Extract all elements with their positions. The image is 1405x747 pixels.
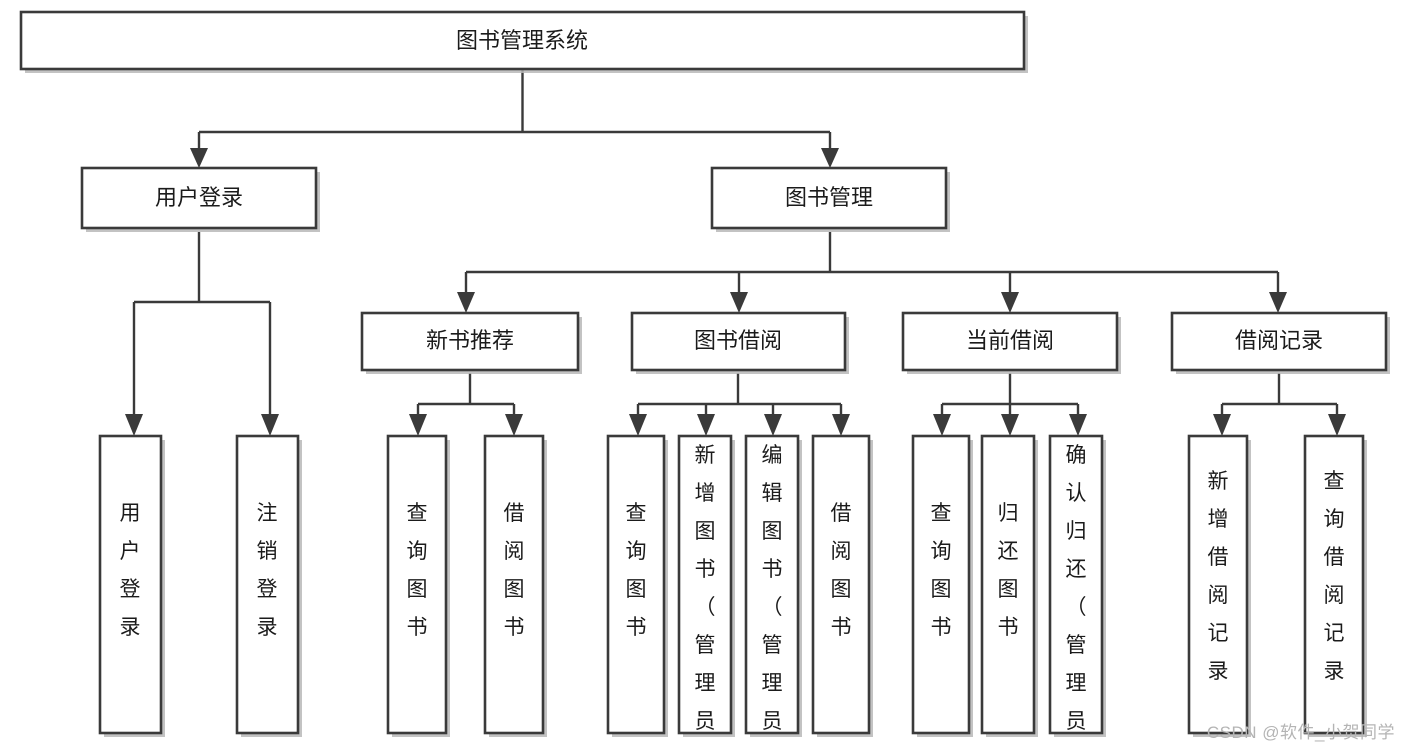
arrow-to-leaf-return-book: [1001, 414, 1019, 436]
arrow-to-user-login: [190, 148, 208, 168]
node-leaf-add-book[interactable]: 新增图书（管理员）: [677, 434, 735, 747]
node-leaf-add-record-box: [1187, 434, 1249, 735]
node-leaf-logout[interactable]: 注销登录: [235, 434, 302, 737]
arrow-to-borrow-record: [1269, 292, 1287, 313]
node-leaf-borrow-book-a-label: 借阅图书: [504, 502, 525, 639]
arrow-to-leaf-query-record: [1328, 414, 1346, 436]
csdn-watermark: CSDN @软件_小贺同学: [1206, 723, 1395, 742]
node-leaf-query-book-c-box: [911, 434, 971, 735]
node-leaf-logout-box: [235, 434, 300, 735]
node-user-login[interactable]: 用户登录: [80, 166, 320, 232]
node-root-box: [19, 10, 1026, 71]
node-leaf-query-book-b[interactable]: 查询图书: [606, 434, 668, 737]
arrow-to-current-borrow: [1001, 292, 1019, 313]
arrow-to-leaf-borrow-book-a: [505, 414, 523, 436]
node-leaf-user-login-label: 用户登录: [120, 502, 141, 639]
node-user-login-box: [80, 166, 318, 230]
node-book-manage[interactable]: 图书管理: [710, 166, 950, 232]
arrow-to-leaf-query-book-b: [629, 414, 647, 436]
node-current-borrow-box: [901, 311, 1119, 372]
arrow-to-new-book-rec: [457, 292, 475, 313]
node-leaf-add-record[interactable]: 新增借阅记录: [1187, 434, 1251, 737]
node-new-book-rec-label: 新书推荐: [426, 328, 514, 353]
node-book-manage-box: [710, 166, 948, 230]
arrow-to-book-borrow: [730, 292, 748, 313]
node-leaf-query-book-b-label: 查询图书: [626, 502, 647, 639]
node-leaf-user-login[interactable]: 用户登录: [98, 434, 165, 737]
node-new-book-rec[interactable]: 新书推荐: [360, 311, 582, 374]
node-borrow-record[interactable]: 借阅记录: [1170, 311, 1390, 374]
node-leaf-edit-book-box: [744, 434, 800, 735]
node-leaf-user-login-box: [98, 434, 163, 735]
node-leaf-borrow-book-b-box: [811, 434, 871, 735]
arrow-to-leaf-add-book: [697, 414, 715, 436]
node-leaf-confirm-return-label: 确认归还（管理员）: [1066, 444, 1087, 747]
connector-layer: [125, 69, 1346, 436]
node-leaf-add-book-label: 新增图书（管理员）: [695, 444, 716, 747]
node-leaf-add-record-label: 新增借阅记录: [1208, 470, 1229, 683]
node-leaf-query-record-box: [1303, 434, 1365, 735]
node-book-borrow-box: [630, 311, 847, 372]
node-leaf-borrow-book-a[interactable]: 借阅图书: [483, 434, 547, 737]
node-leaf-edit-book[interactable]: 编辑图书（管理员）: [744, 434, 802, 747]
node-leaf-return-book-label: 归还图书: [998, 502, 1019, 639]
node-root-label: 图书管理系统: [456, 28, 588, 53]
node-leaf-borrow-book-b[interactable]: 借阅图书: [811, 434, 873, 737]
node-user-login-label: 用户登录: [155, 185, 243, 210]
node-leaf-return-book-box: [980, 434, 1036, 735]
node-borrow-record-box: [1170, 311, 1388, 372]
node-leaf-borrow-book-a-box: [483, 434, 545, 735]
node-new-book-rec-box: [360, 311, 580, 372]
arrow-to-leaf-edit-book: [764, 414, 782, 436]
node-leaf-add-book-box: [677, 434, 733, 735]
node-leaf-logout-label: 注销登录: [257, 502, 278, 639]
node-leaf-query-book-c[interactable]: 查询图书: [911, 434, 973, 737]
node-root[interactable]: 图书管理系统: [19, 10, 1028, 73]
node-leaf-return-book[interactable]: 归还图书: [980, 434, 1038, 737]
node-current-borrow[interactable]: 当前借阅: [901, 311, 1121, 374]
node-leaf-confirm-return[interactable]: 确认归还（管理员）: [1048, 434, 1106, 747]
node-book-borrow[interactable]: 图书借阅: [630, 311, 849, 374]
node-leaf-query-book-a[interactable]: 查询图书: [386, 434, 450, 737]
node-leaf-edit-book-label: 编辑图书（管理员）: [762, 444, 783, 747]
node-current-borrow-label: 当前借阅: [966, 328, 1054, 353]
node-book-borrow-label: 图书借阅: [694, 328, 782, 353]
node-leaf-query-record-label: 查询借阅记录: [1324, 470, 1345, 683]
arrow-to-leaf-query-book-c: [933, 414, 951, 436]
node-borrow-record-label: 借阅记录: [1235, 328, 1323, 353]
node-leaf-query-book-b-box: [606, 434, 666, 735]
arrow-to-leaf-query-book-a: [409, 414, 427, 436]
node-leaf-query-book-a-label: 查询图书: [407, 502, 428, 639]
node-leaf-confirm-return-box: [1048, 434, 1104, 735]
arrow-to-leaf-add-record: [1213, 414, 1231, 436]
node-leaf-query-book-c-label: 查询图书: [931, 502, 952, 639]
arrow-to-leaf-confirm-return: [1069, 414, 1087, 436]
arrow-to-book-manage: [821, 148, 839, 168]
arrow-to-leaf-logout: [261, 414, 279, 436]
arrow-to-leaf-user-login: [125, 414, 143, 436]
node-leaf-borrow-book-b-label: 借阅图书: [831, 502, 852, 639]
node-leaf-query-book-a-box: [386, 434, 448, 735]
arrow-to-leaf-borrow-book-b: [832, 414, 850, 436]
node-leaf-query-record[interactable]: 查询借阅记录: [1303, 434, 1367, 737]
node-book-manage-label: 图书管理: [785, 185, 873, 210]
